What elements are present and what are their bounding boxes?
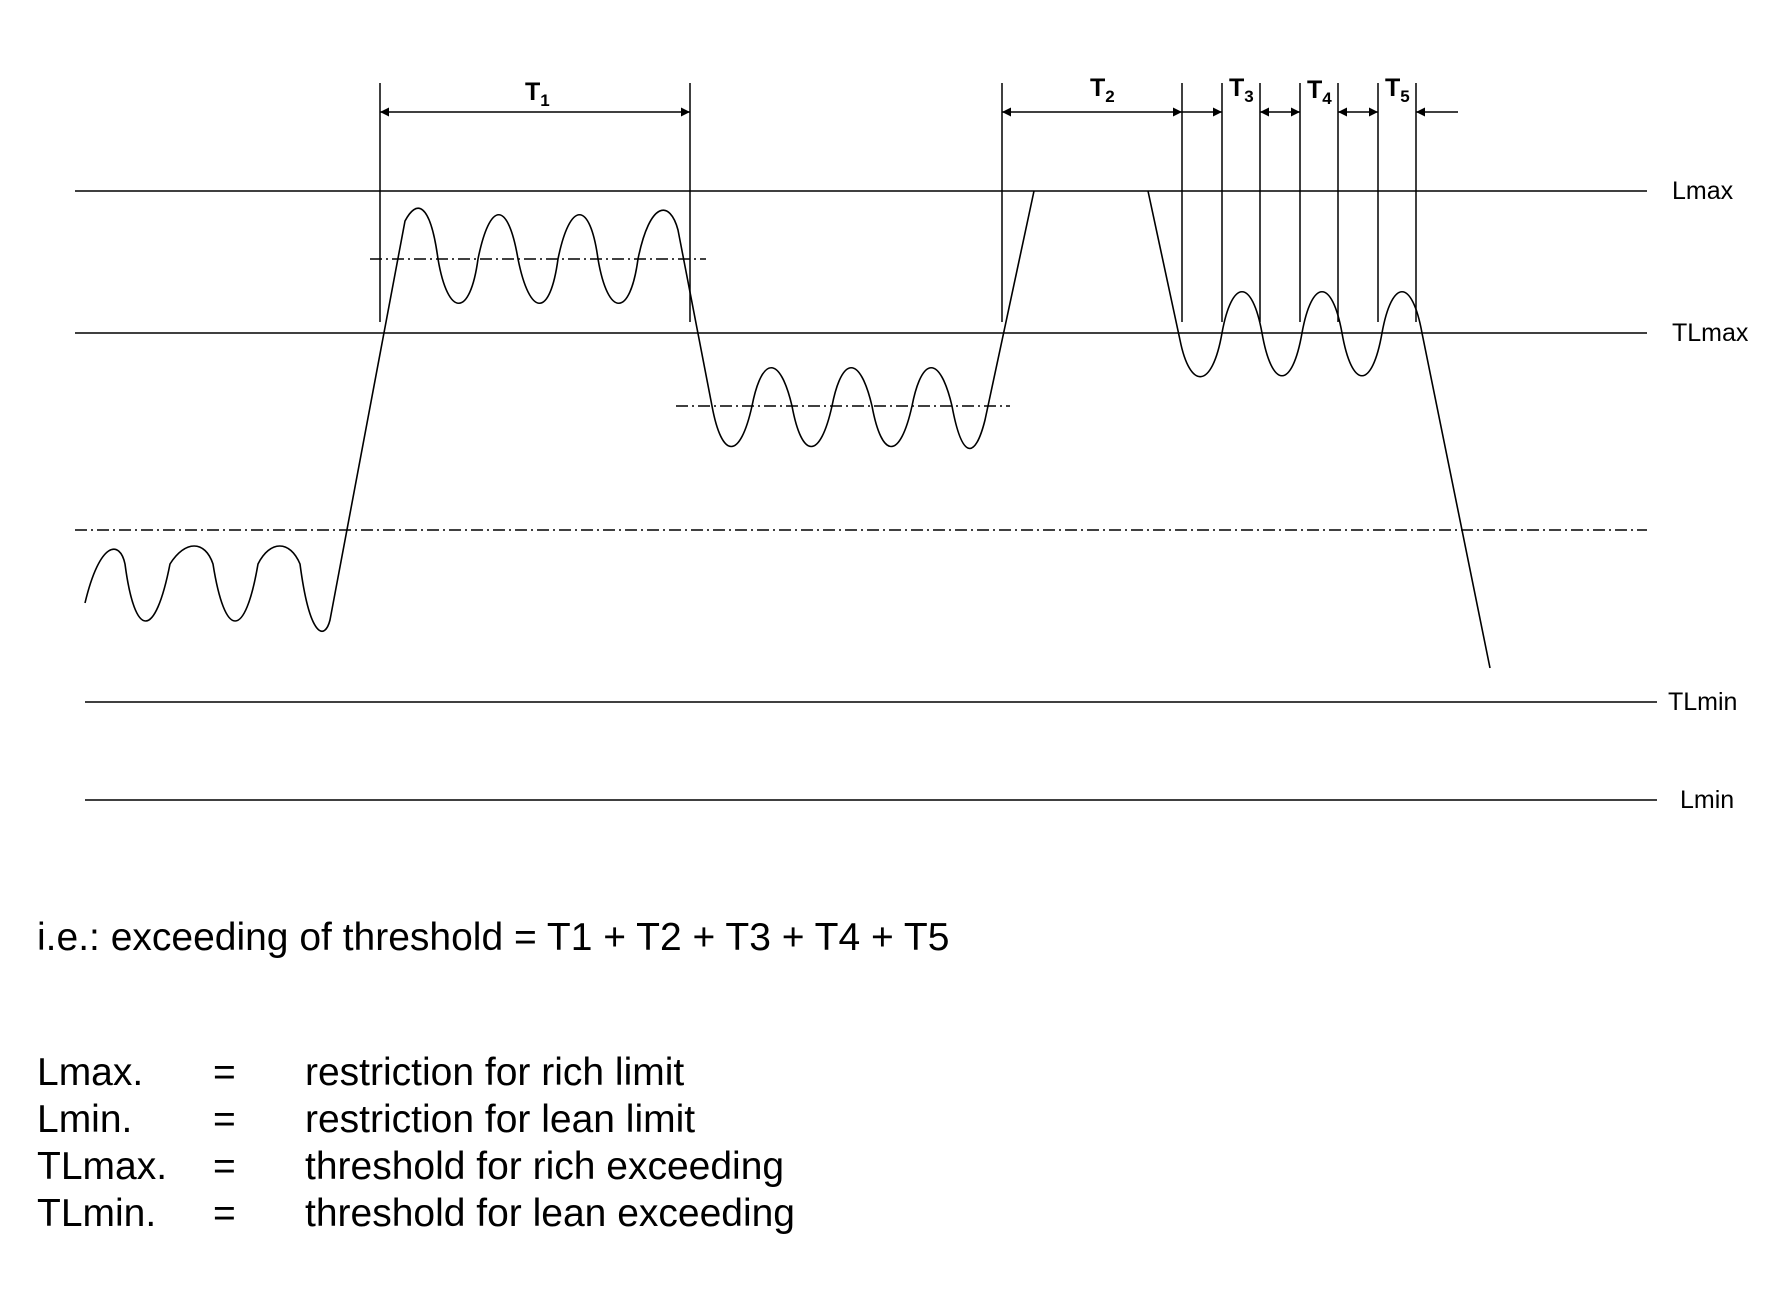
t2-label: T2 <box>1090 74 1115 106</box>
legend-definition: restriction for rich limit <box>305 1051 685 1094</box>
legend-definition: restriction for lean limit <box>305 1098 696 1141</box>
t1-label: T1 <box>525 78 550 110</box>
threshold-formula: i.e.: exceeding of threshold = T1 + T2 +… <box>37 916 950 959</box>
legend-row-lmin: Lmin. = restriction for lean limit <box>37 1096 795 1143</box>
signal-trace <box>84 190 1035 632</box>
legend-equals: = <box>213 1145 236 1188</box>
lmax-label: Lmax <box>1672 177 1734 205</box>
legend-equals: = <box>213 1098 236 1141</box>
t3-label: T3 <box>1229 74 1254 106</box>
legend-definition: threshold for rich exceeding <box>305 1145 785 1188</box>
legend-term: Lmin. <box>37 1098 133 1141</box>
legend-row-tlmax: TLmax. = threshold for rich exceeding <box>37 1143 795 1190</box>
legend-term: TLmin. <box>37 1192 157 1235</box>
legend-row-tlmin: TLmin. = threshold for lean exceeding <box>37 1190 795 1237</box>
legend: Lmax. = restriction for rich limit Lmin. = r… <box>37 1049 795 1237</box>
legend-definition: threshold for lean exceeding <box>305 1192 795 1235</box>
t4-label: T4 <box>1307 76 1332 108</box>
signal-trace-return <box>1147 190 1491 669</box>
legend-term: TLmax. <box>37 1145 168 1188</box>
threshold-diagram: Lmax TLmax TLmin Lmin T1 T2 T3 T4 T5 <box>75 74 1749 814</box>
tlmax-label: TLmax <box>1672 319 1749 347</box>
tlmin-label: TLmin <box>1668 688 1737 716</box>
legend-equals: = <box>213 1192 236 1235</box>
lmin-label: Lmin <box>1680 786 1734 814</box>
legend-equals: = <box>213 1051 236 1094</box>
legend-row-lmax: Lmax. = restriction for rich limit <box>37 1049 795 1096</box>
legend-term: Lmax. <box>37 1051 144 1094</box>
t5-label: T5 <box>1385 74 1410 106</box>
